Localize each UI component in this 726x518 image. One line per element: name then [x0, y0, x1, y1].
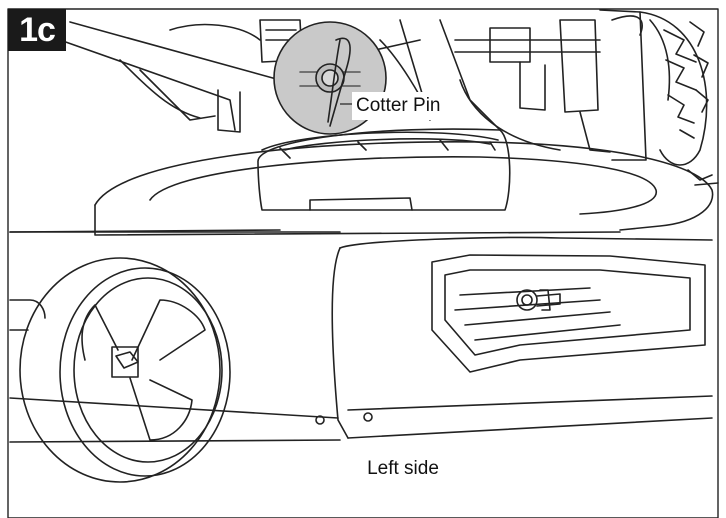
step-number-badge: 1c [8, 9, 66, 51]
deck-top [9, 141, 714, 236]
deck-side-vent [431, 254, 706, 373]
figure-caption: Left side [0, 458, 726, 480]
front-wheel [9, 257, 231, 483]
rear-wheel-tread [639, 11, 719, 186]
spindle-cover [257, 128, 511, 211]
caption-text: Left side [367, 458, 439, 479]
deck-rivet [315, 415, 325, 425]
deck-linkage [454, 9, 647, 161]
deck-body [9, 231, 713, 443]
figure-frame [7, 8, 719, 518]
deck-rivet [363, 412, 373, 422]
cotter-pin-label: Cotter Pin [352, 92, 445, 120]
